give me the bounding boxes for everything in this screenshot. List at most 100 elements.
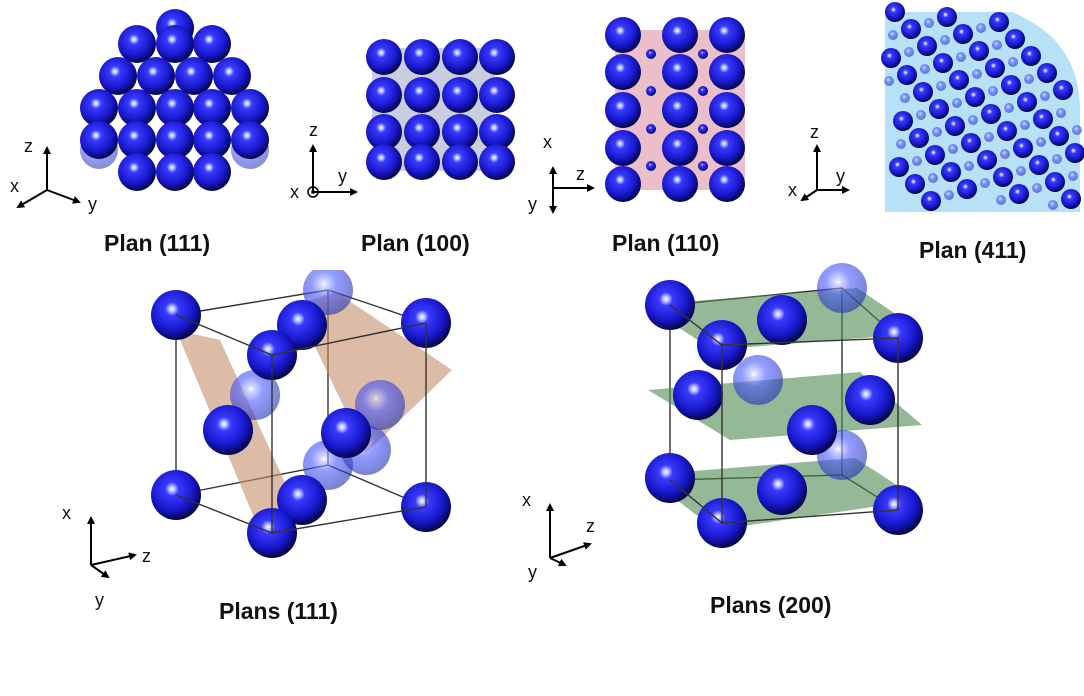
atom <box>303 270 353 315</box>
atom <box>885 2 905 22</box>
atom <box>193 153 231 191</box>
atom <box>709 54 745 90</box>
atom <box>442 144 478 180</box>
atom <box>925 145 945 165</box>
cell-edges-front <box>175 314 427 534</box>
atom <box>605 17 641 53</box>
atom <box>193 89 231 127</box>
atom <box>203 405 253 455</box>
atom <box>673 370 723 420</box>
atom <box>1040 91 1050 101</box>
atom <box>404 114 440 150</box>
atom <box>193 121 231 159</box>
atom <box>888 30 898 40</box>
axis-label-y: y <box>528 194 537 214</box>
atom <box>118 25 156 63</box>
atom <box>904 47 914 57</box>
axis-label-x: x <box>788 180 797 200</box>
atom <box>646 124 656 134</box>
axis-label-y: y <box>836 166 845 186</box>
atom <box>965 87 985 107</box>
atom <box>662 166 698 202</box>
axis-triad-100: z y x <box>290 120 358 202</box>
atom <box>404 77 440 113</box>
atom <box>605 54 641 90</box>
atom <box>893 111 913 131</box>
atom <box>912 156 922 166</box>
plan-111-diagram: z x y <box>10 9 269 214</box>
atom <box>924 18 934 28</box>
plane-111-b <box>295 292 452 453</box>
atom <box>118 121 156 159</box>
atom <box>80 89 118 127</box>
axis-label-z: z <box>810 122 819 142</box>
atom <box>193 25 231 63</box>
atom <box>1068 171 1078 181</box>
atom <box>1020 120 1030 130</box>
atom <box>905 174 925 194</box>
atom <box>1029 155 1049 175</box>
atom <box>1016 166 1026 176</box>
plans-200-unit-cell: x z y <box>522 263 924 582</box>
atom <box>948 144 958 154</box>
atom <box>953 24 973 44</box>
atom <box>1045 172 1065 192</box>
cell-edges-front <box>669 304 899 524</box>
atom <box>1005 29 1025 49</box>
atom <box>981 104 1001 124</box>
axis-label-z: z <box>142 546 151 566</box>
atom <box>944 190 954 200</box>
atom <box>1033 109 1053 129</box>
atom <box>1048 200 1058 210</box>
atom-layer-411 <box>881 2 1084 211</box>
atom <box>366 77 402 113</box>
atom <box>1004 103 1014 113</box>
atom <box>945 116 965 136</box>
atom <box>442 39 478 75</box>
atom <box>900 93 910 103</box>
atom <box>913 82 933 102</box>
plan-100-diagram: z y x <box>290 39 515 202</box>
atom <box>662 17 698 53</box>
atom <box>118 153 156 191</box>
atom <box>442 77 478 113</box>
atom <box>698 86 708 96</box>
atom <box>709 130 745 166</box>
caption-plan-110: Plan (110) <box>612 230 720 256</box>
atom <box>662 54 698 90</box>
atom <box>156 153 194 191</box>
axis-triad-111: z x y <box>10 136 97 214</box>
atom <box>213 57 251 95</box>
axis-label-y: y <box>88 194 97 214</box>
atom <box>645 453 695 503</box>
atom <box>698 124 708 134</box>
atom <box>929 99 949 119</box>
atom <box>118 89 156 127</box>
atom <box>941 162 961 182</box>
axis-triad-plans-200: x z y <box>522 490 595 582</box>
atom <box>80 121 118 159</box>
atom <box>137 57 175 95</box>
atom <box>980 178 990 188</box>
atom <box>99 57 137 95</box>
atom <box>1052 154 1062 164</box>
atom <box>1036 137 1046 147</box>
atom <box>355 380 405 430</box>
atom <box>996 195 1006 205</box>
atom <box>1032 183 1042 193</box>
plan-110-diagram: x z y <box>528 17 745 214</box>
atom <box>662 92 698 128</box>
atom <box>956 52 966 62</box>
atom <box>976 23 986 33</box>
atom <box>1000 149 1010 159</box>
axis-label-x: x <box>10 176 19 196</box>
atom <box>920 64 930 74</box>
atom <box>1013 138 1033 158</box>
caption-plan-100: Plan (100) <box>361 230 470 256</box>
atom <box>977 150 997 170</box>
atom <box>709 166 745 202</box>
axis-label-x: x <box>62 503 71 523</box>
caption-plan-111: Plan (111) <box>104 230 211 256</box>
atom <box>1056 108 1066 118</box>
atom <box>230 370 280 420</box>
